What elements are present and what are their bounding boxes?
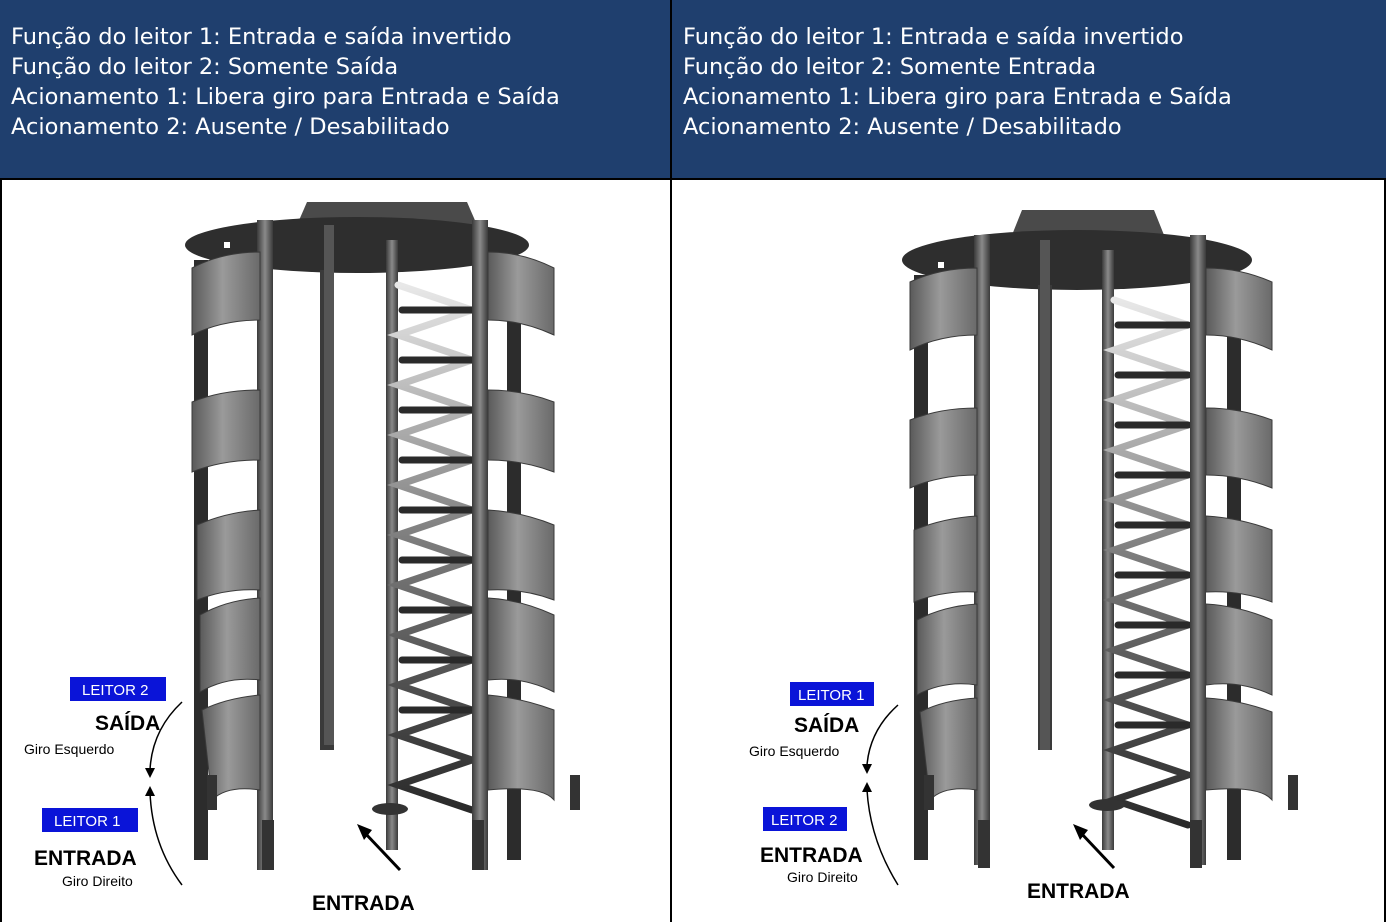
turnstile-diagram-right: LEITOR 1 SAÍDA Giro Esquerdo LEITOR 2 EN… [749,210,1298,903]
rotation-arrows [866,704,899,886]
header-line: Acionamento 2: Ausente / Desabilitado [11,114,450,140]
turnstile-image [902,210,1298,868]
entry-arrow [362,830,402,872]
header-cell-right: Função do leitor 1: Entrada e saída inve… [671,0,1386,178]
top-direction-label: SAÍDA [95,712,160,735]
entry-label: ENTRADA [312,892,415,915]
entry-arrow-head-icon [357,824,372,840]
arrow-down-icon [145,768,155,778]
rotation-arrows [149,701,183,886]
table-border-left [0,178,2,922]
table-divider-horizontal [0,178,1386,180]
bottom-direction-label: ENTRADA [34,847,137,870]
header-line: Acionamento 1: Libera giro para Entrada … [11,84,560,110]
arrow-down-icon [862,764,872,774]
bottom-reader-badge-label: LEITOR 2 [771,812,837,829]
turnstile-image [185,202,580,870]
header-line: Função do leitor 2: Somente Saída [11,54,399,80]
header-line: Função do leitor 1: Entrada e saída inve… [683,24,1184,50]
arrow-up-icon [862,782,872,792]
top-rotation-label: Giro Esquerdo [24,741,114,757]
header-line: Acionamento 1: Libera giro para Entrada … [683,84,1232,110]
top-reader-badge [70,677,166,701]
table-divider-vertical [670,0,672,922]
bottom-reader-badge-label: LEITOR 1 [54,813,120,830]
entry-arrow [1078,830,1116,870]
bottom-rotation-label: Giro Direito [787,869,858,885]
header-text-left: Função do leitor 1: Entrada e saída inve… [11,22,560,142]
bottom-rotation-label: Giro Direito [62,873,133,889]
header-text-right: Função do leitor 1: Entrada e saída inve… [683,22,1232,142]
top-reader-badge-label: LEITOR 1 [798,687,864,704]
bottom-direction-label: ENTRADA [760,844,863,867]
bottom-reader-badge [42,808,138,832]
header-line: Função do leitor 1: Entrada e saída inve… [11,24,512,50]
header-line: Função do leitor 2: Somente Entrada [683,54,1097,80]
top-rotation-label: Giro Esquerdo [749,743,839,759]
top-direction-label: SAÍDA [794,714,859,737]
arrow-up-icon [145,786,155,796]
turnstile-diagram-left: LEITOR 2 SAÍDA Giro Esquerdo LEITOR 1 EN… [24,202,580,915]
entry-label: ENTRADA [1027,880,1130,903]
diagram-cell-right: LEITOR 1 SAÍDA Giro Esquerdo LEITOR 2 EN… [672,180,1384,922]
top-reader-badge [790,682,874,706]
table-border-right [1384,178,1386,922]
top-reader-badge-label: LEITOR 2 [82,682,148,699]
entry-arrow-head-icon [1073,824,1088,840]
diagram-cell-left: LEITOR 2 SAÍDA Giro Esquerdo LEITOR 1 EN… [2,180,670,922]
header-cell-left: Função do leitor 1: Entrada e saída inve… [0,0,671,178]
bottom-reader-badge [763,807,847,831]
header-line: Acionamento 2: Ausente / Desabilitado [683,114,1122,140]
